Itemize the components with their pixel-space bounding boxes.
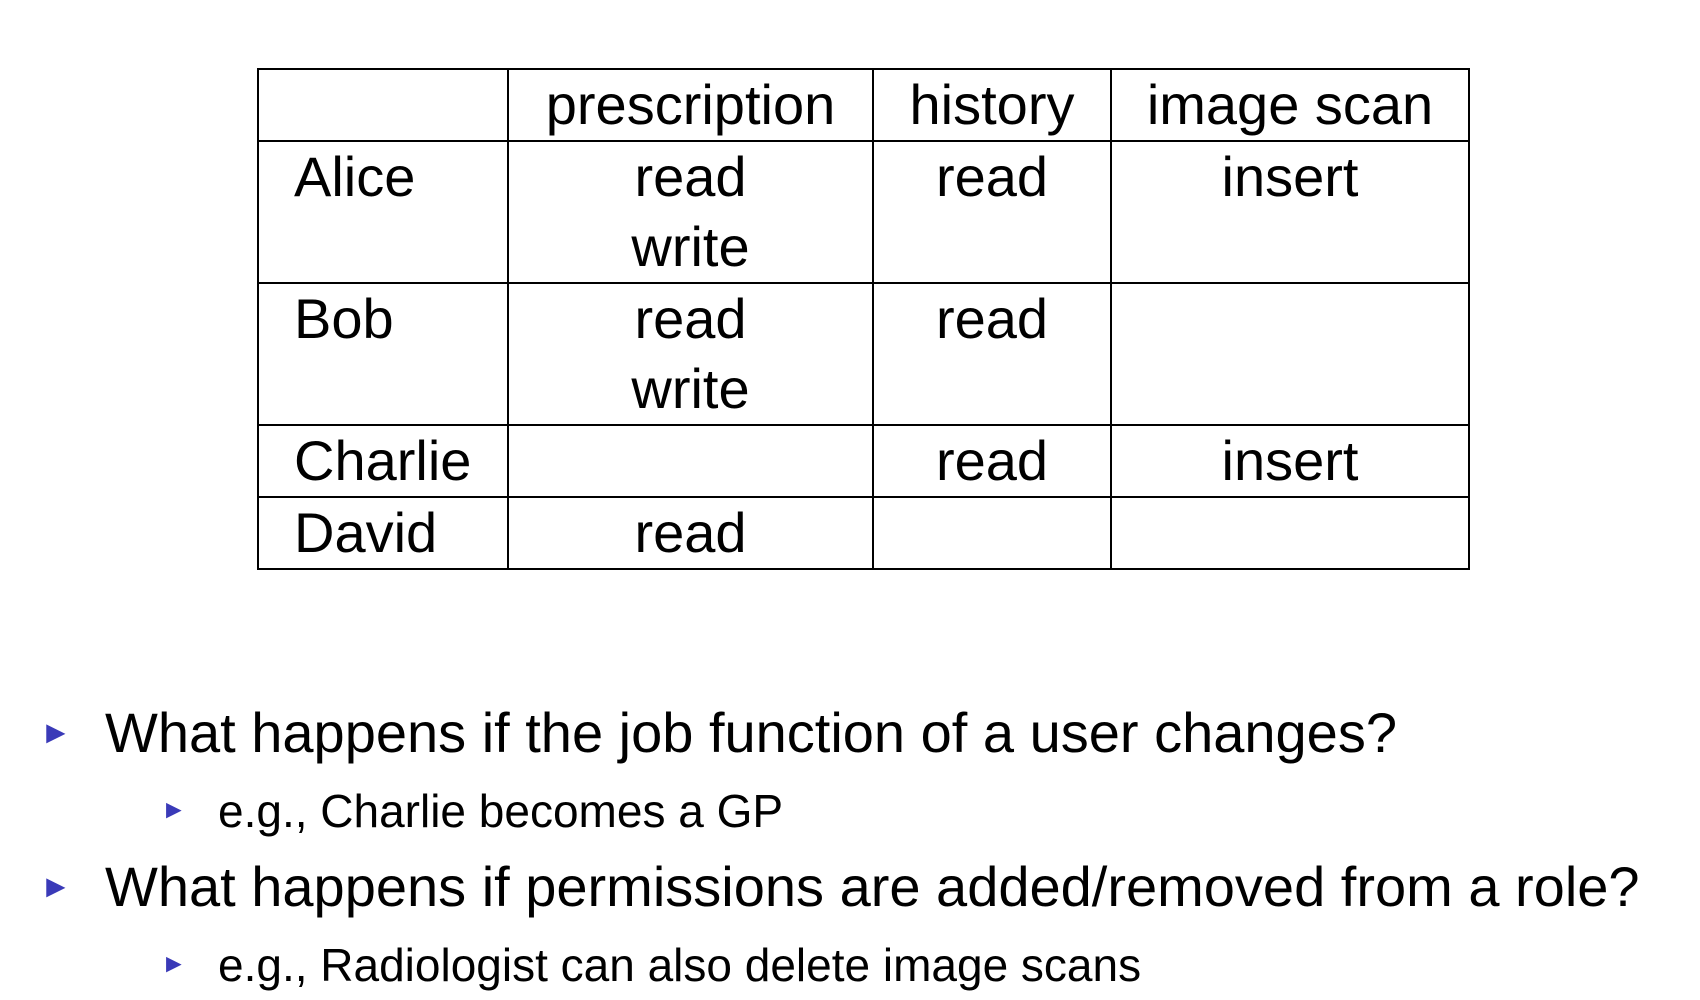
row-name: Charlie — [257, 424, 509, 498]
cell-history: read — [872, 282, 1112, 426]
bullet-text: What happens if the job function of a us… — [105, 701, 1397, 764]
bullet-item-level-2: ► e.g., Charlie becomes a GP — [161, 784, 784, 838]
cell-history — [872, 496, 1112, 570]
column-header-prescription: prescription — [507, 68, 874, 142]
cell-prescription — [507, 424, 874, 498]
permission: read — [634, 501, 747, 564]
triangle-bullet-icon: ► — [40, 868, 72, 904]
column-header-history: history — [872, 68, 1112, 142]
table-row-bob: Bob read write read — [257, 282, 1470, 426]
table-header-row: prescription history image scan — [257, 68, 1470, 142]
triangle-bullet-icon: ► — [40, 714, 72, 750]
corner-cell — [257, 68, 509, 142]
permission: read — [935, 287, 1049, 350]
bullet-text: What happens if permissions are added/re… — [105, 855, 1640, 918]
cell-image-scan: insert — [1110, 140, 1470, 284]
cell-image-scan: insert — [1110, 424, 1470, 498]
row-name: Alice — [257, 140, 509, 284]
row-name: David — [257, 496, 509, 570]
bullet-item-level-1: ► What happens if permissions are added/… — [40, 854, 1640, 919]
triangle-bullet-icon: ► — [161, 948, 187, 978]
permission: insert — [1221, 145, 1359, 208]
permission: read — [935, 429, 1049, 492]
row-name: Bob — [257, 282, 509, 426]
table-row-alice: Alice read write read insert — [257, 140, 1470, 284]
cell-prescription: read write — [507, 140, 874, 284]
cell-image-scan — [1110, 282, 1470, 426]
bullet-text: e.g., Charlie becomes a GP — [218, 785, 784, 837]
cell-history: read — [872, 424, 1112, 498]
table-row-david: David read — [257, 496, 1470, 570]
cell-prescription: read write — [507, 282, 874, 426]
triangle-bullet-icon: ► — [161, 794, 187, 824]
bullet-item-level-1: ► What happens if the job function of a … — [40, 700, 1397, 765]
bullet-text: e.g., Radiologist can also delete image … — [218, 939, 1142, 991]
cell-prescription: read — [507, 496, 874, 570]
table-row-charlie: Charlie read insert — [257, 424, 1470, 498]
permission: read — [935, 145, 1049, 208]
permission: insert — [1221, 429, 1359, 492]
cell-image-scan — [1110, 496, 1470, 570]
column-header-image-scan: image scan — [1110, 68, 1470, 142]
permission: write — [631, 357, 750, 420]
bullet-item-level-2: ► e.g., Radiologist can also delete imag… — [161, 938, 1142, 992]
permission: write — [631, 215, 750, 278]
permission: read — [634, 145, 747, 208]
cell-history: read — [872, 140, 1112, 284]
access-control-matrix: prescription history image scan Alice re… — [257, 68, 1470, 570]
permission: read — [634, 287, 747, 350]
